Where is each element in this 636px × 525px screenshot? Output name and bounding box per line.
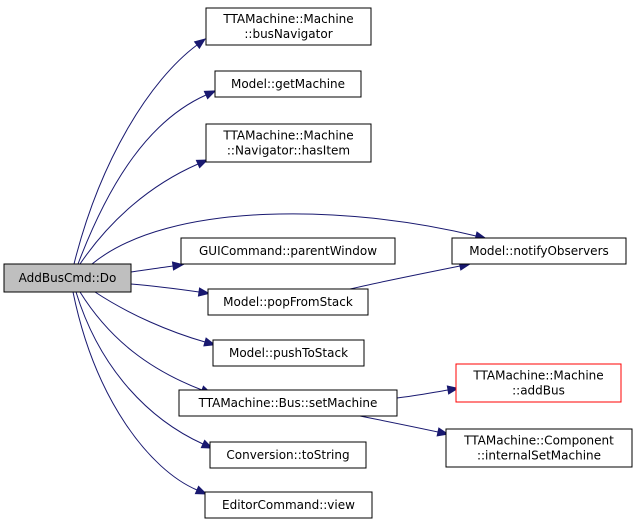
- edge-setMachine-to-addBus: [396, 385, 460, 399]
- node-box: [180, 237, 396, 265]
- arrowhead-icon: [195, 159, 209, 169]
- node-label: ::Navigator::hasItem: [227, 144, 350, 158]
- arrowhead-icon: [200, 439, 214, 449]
- edge-line: [349, 265, 461, 290]
- edge-line: [130, 265, 174, 273]
- arrowhead-icon: [171, 261, 185, 271]
- node-popFromStack[interactable]: Model::popFromStack: [207, 288, 369, 316]
- nodes-layer: AddBusCmd::DoTTAMachine::Machine::busNav…: [3, 7, 633, 519]
- node-label: Model::getMachine: [231, 77, 345, 91]
- node-box: [451, 237, 627, 265]
- edge-setMachine-to-internalSetMachine: [359, 415, 450, 437]
- arrowhead-icon: [197, 287, 211, 297]
- edge-popFromStack-to-notifyObservers: [349, 261, 472, 290]
- arrowhead-icon: [203, 90, 217, 100]
- node-toString[interactable]: Conversion::toString: [209, 441, 367, 469]
- node-label: TTAMachine::Component: [463, 434, 614, 448]
- node-box: [209, 441, 367, 469]
- arrowhead-icon: [203, 337, 216, 347]
- edge-do-to-popFromStack: [130, 283, 211, 297]
- edge-line: [396, 389, 449, 399]
- node-box: [205, 7, 372, 46]
- edge-do-to-hasItem: [79, 159, 209, 265]
- edge-line: [130, 283, 200, 293]
- node-parentWindow[interactable]: GUICommand::parentWindow: [180, 237, 396, 265]
- arrowhead-icon: [194, 485, 208, 495]
- node-label: Model::notifyObservers: [469, 244, 609, 258]
- node-label: ::busNavigator: [244, 27, 332, 41]
- edge-do-to-pushToStack: [94, 291, 216, 347]
- node-label: TTAMachine::Machine: [222, 129, 353, 143]
- edge-do-to-getMachine: [77, 90, 217, 265]
- edge-line: [77, 94, 207, 265]
- node-label: Model::pushToStack: [229, 346, 348, 360]
- node-label: TTAMachine::Machine: [472, 369, 603, 383]
- arrowhead-icon: [193, 38, 207, 50]
- node-hasItem[interactable]: TTAMachine::Machine::Navigator::hasItem: [205, 123, 372, 163]
- edge-line: [73, 44, 198, 265]
- edge-do-to-view: [72, 291, 208, 495]
- node-label: Conversion::toString: [226, 448, 349, 462]
- node-busNavigator[interactable]: TTAMachine::Machine::busNavigator: [205, 7, 372, 46]
- node-label: ::addBus: [512, 384, 565, 398]
- node-label: EditorCommand::view: [222, 498, 355, 512]
- node-label: TTAMachine::Machine: [222, 12, 353, 26]
- edge-do-to-setMachine: [79, 291, 213, 395]
- edge-line: [75, 291, 204, 445]
- node-box: [205, 123, 372, 163]
- node-addBus[interactable]: TTAMachine::Machine::addBus: [455, 363, 622, 403]
- node-box: [204, 491, 373, 519]
- node-label: Model::popFromStack: [223, 295, 353, 309]
- node-box: [207, 288, 369, 316]
- edge-line: [72, 291, 198, 491]
- node-view[interactable]: EditorCommand::view: [204, 491, 373, 519]
- edge-line: [79, 291, 203, 391]
- edge-do-to-parentWindow: [130, 261, 185, 273]
- node-box: [178, 389, 398, 417]
- node-label: ::internalSetMachine: [477, 449, 601, 463]
- node-notifyObservers[interactable]: Model::notifyObservers: [451, 237, 627, 265]
- node-box: [214, 70, 362, 98]
- node-label: TTAMachine::Bus::setMachine: [198, 396, 378, 410]
- edge-line: [91, 213, 477, 265]
- node-setMachine[interactable]: TTAMachine::Bus::setMachine: [178, 389, 398, 417]
- node-box: [212, 339, 365, 367]
- edge-line: [79, 163, 199, 265]
- node-box: [445, 428, 633, 468]
- edge-do-to-busNavigator: [73, 38, 207, 265]
- node-label: AddBusCmd::Do: [19, 271, 117, 285]
- node-box: [3, 263, 132, 293]
- node-do[interactable]: AddBusCmd::Do: [3, 263, 132, 293]
- edge-line: [359, 415, 439, 433]
- edge-line: [94, 291, 206, 343]
- arrowhead-icon: [446, 385, 460, 395]
- arrowhead-icon: [436, 427, 450, 437]
- node-box: [455, 363, 622, 403]
- edge-do-to-toString: [75, 291, 214, 449]
- edges-layer: [72, 38, 488, 495]
- node-internalSetMachine[interactable]: TTAMachine::Component::internalSetMachin…: [445, 428, 633, 468]
- node-getMachine[interactable]: Model::getMachine: [214, 70, 362, 98]
- node-pushToStack[interactable]: Model::pushToStack: [212, 339, 365, 367]
- node-label: GUICommand::parentWindow: [199, 244, 377, 258]
